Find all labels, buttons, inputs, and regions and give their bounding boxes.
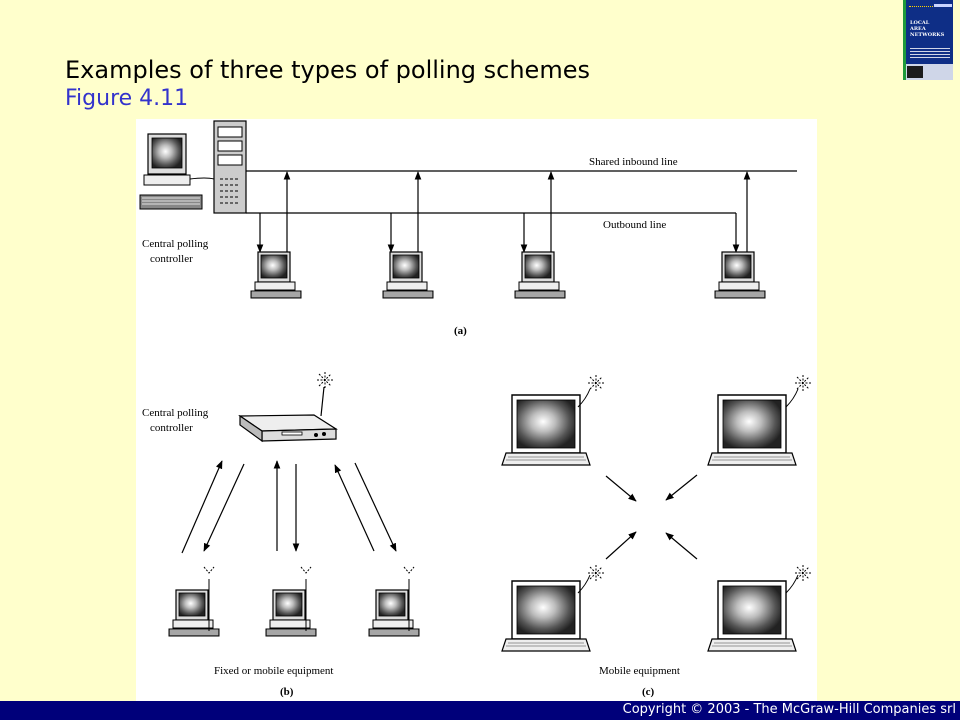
- controller-label-a-2: controller: [150, 253, 193, 265]
- base-station: [238, 371, 338, 443]
- panel-a: Shared inbound line Outbound line Centra…: [139, 120, 797, 337]
- wireless-terminal-b-2: [265, 566, 317, 637]
- central-controller-computer-a: [139, 120, 247, 214]
- laptop-c-2: [707, 374, 812, 466]
- shared-inbound-label: Shared inbound line: [589, 156, 678, 168]
- wireless-terminal-b-3: [368, 566, 420, 637]
- panel-b: Central polling controller: [142, 371, 420, 698]
- terminal-a-4: [714, 171, 766, 299]
- controller-label-b-1: Central polling: [142, 407, 209, 419]
- laptop-c-4: [707, 564, 812, 652]
- footer-bar: Copyright © 2003 - The McGraw-Hill Compa…: [0, 701, 960, 720]
- caption-c: (c): [642, 686, 655, 698]
- figure-number: Figure 4.11: [65, 86, 189, 111]
- polling-diagram: Shared inbound line Outbound line Centra…: [136, 119, 817, 701]
- arrows-c: [605, 474, 698, 560]
- controller-label-b-2: controller: [150, 422, 193, 434]
- caption-b: (b): [280, 686, 294, 698]
- book-cover-thumbnail: LOCAL AREA NETWORKS: [903, 0, 953, 80]
- wireless-terminal-b-1: [168, 566, 220, 637]
- terminal-a-3: [514, 171, 566, 299]
- copyright-text: Copyright © 2003 - The McGraw-Hill Compa…: [622, 702, 956, 717]
- laptop-c-1: [501, 374, 605, 466]
- panel-c: Mobile equipment (c): [501, 374, 812, 698]
- controller-label-a-1: Central polling: [142, 238, 209, 250]
- laptop-c-3: [501, 564, 605, 652]
- fixed-equipment-label: Fixed or mobile equipment: [214, 665, 333, 677]
- terminal-a-1: [250, 171, 302, 299]
- outbound-label: Outbound line: [603, 219, 666, 231]
- terminal-a-2: [382, 171, 434, 299]
- caption-a: (a): [454, 325, 467, 337]
- mobile-equipment-label: Mobile equipment: [599, 665, 680, 677]
- arrows-b: [181, 460, 397, 554]
- book-cover-title: LOCAL AREA NETWORKS: [910, 20, 945, 38]
- slide-title: Examples of three types of polling schem…: [65, 56, 590, 84]
